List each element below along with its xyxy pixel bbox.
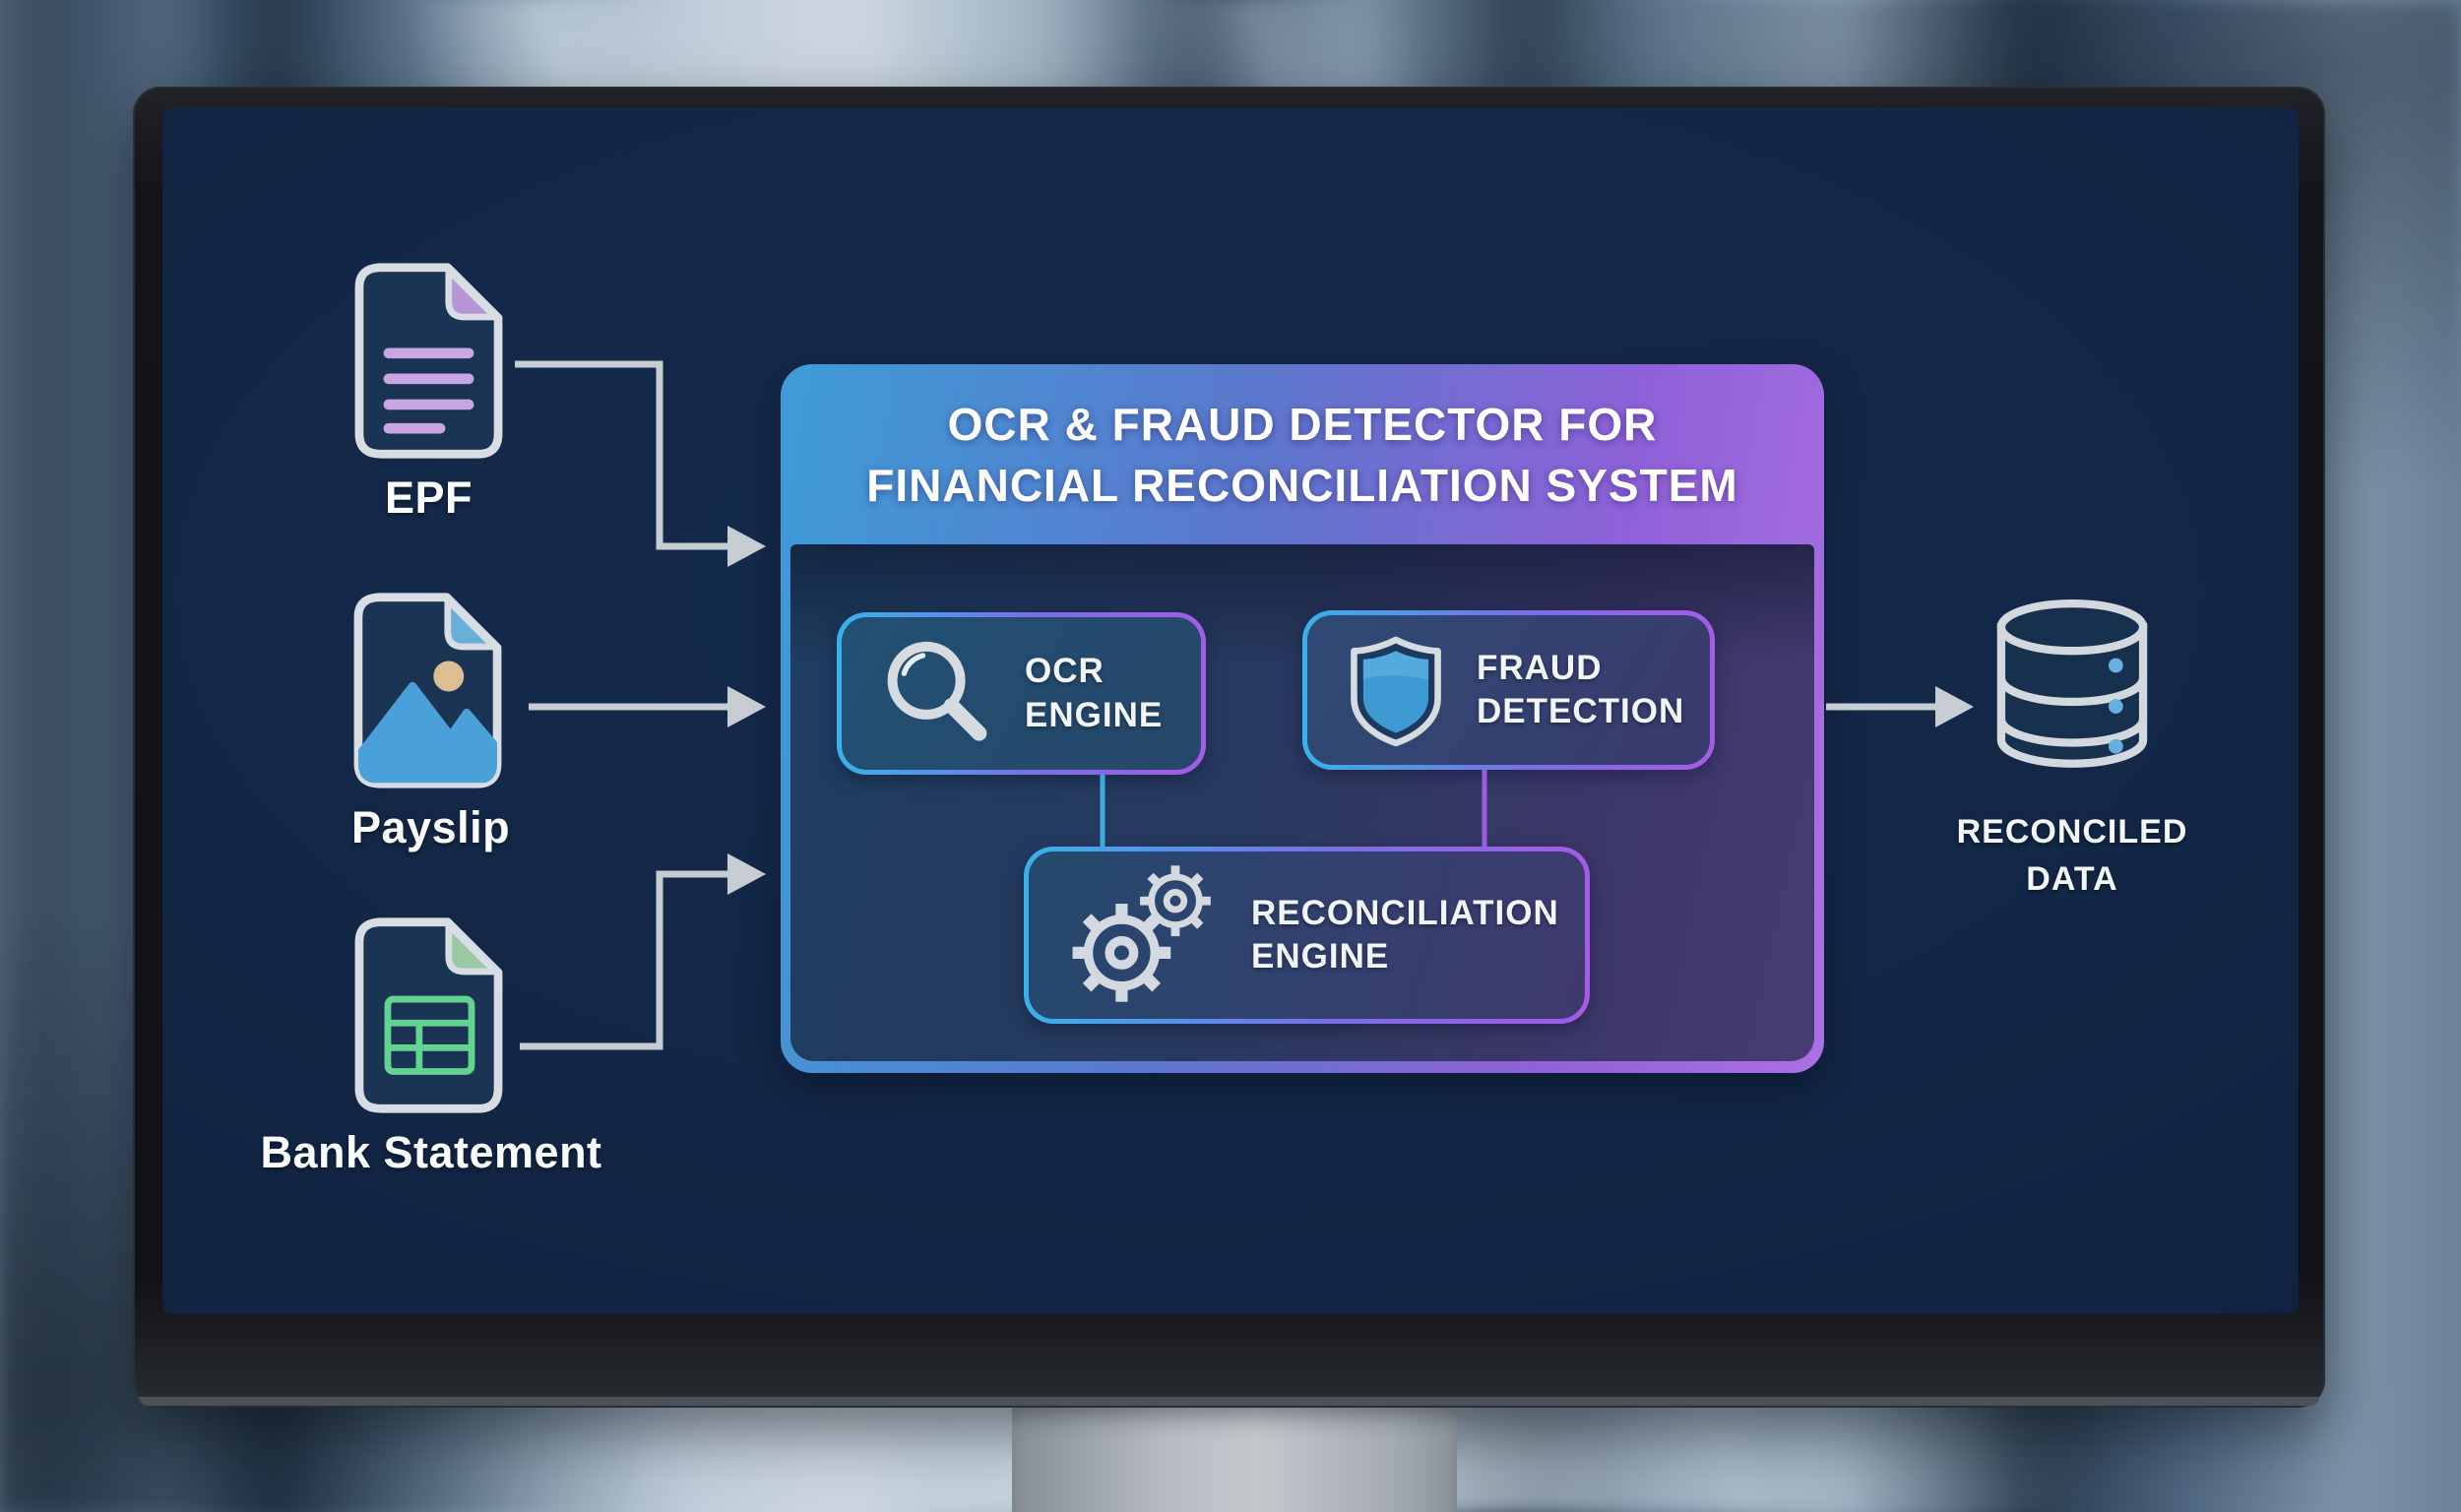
monitor-bezel: EPF Payslip — [133, 87, 2325, 1408]
node-ocr-engine[interactable]: OCR ENGINE — [837, 612, 1206, 775]
source-bank-statement: Bank Statement — [260, 915, 601, 1177]
panel-title: OCR & FRAUD DETECTOR FOR FINANCIAL RECON… — [781, 364, 1824, 544]
panel-title-line1: OCR & FRAUD DETECTOR FOR — [947, 398, 1658, 450]
document-spreadsheet-icon — [354, 917, 503, 1113]
source-payslip: Payslip — [351, 591, 510, 852]
monitor-stand — [1012, 1408, 1457, 1512]
node-fraud-detection[interactable]: FRAUD DETECTION — [1302, 610, 1715, 770]
arrow-epf-to-panel — [515, 360, 727, 550]
arrowhead-bank — [727, 853, 766, 895]
database-icon — [1996, 598, 2148, 768]
document-text-icon — [354, 263, 503, 459]
source-label-payslip: Payslip — [351, 802, 511, 852]
shield-icon — [1351, 636, 1441, 747]
gears-icon — [1066, 861, 1222, 1009]
node-reconciliation-engine[interactable]: RECONCILIATION ENGINE — [1024, 847, 1590, 1024]
panel-title-line2: FINANCIAL RECONCILIATION SYSTEM — [866, 459, 1738, 511]
arrow-bank-to-panel — [520, 870, 727, 1050]
arrowhead-epf — [727, 526, 766, 567]
monitor-screen: EPF Payslip — [162, 108, 2299, 1314]
node-label-ocr-engine: OCR ENGINE — [1025, 652, 1164, 734]
arrowhead-payslip — [727, 686, 766, 727]
node-label-fraud-detection: FRAUD DETECTION — [1477, 648, 1685, 730]
document-image-icon — [353, 593, 502, 788]
source-label-bank-statement: Bank Statement — [260, 1127, 602, 1177]
node-label-reconciliation-engine: RECONCILIATION ENGINE — [1251, 893, 1559, 976]
source-label-epf: EPF — [384, 472, 473, 523]
source-epf: EPF — [352, 261, 505, 523]
monitor-bottom-edge — [139, 1397, 2319, 1406]
arrowhead-database — [1935, 686, 1974, 727]
output-label-reconciled-data: RECONCILED DATA — [1956, 813, 2188, 898]
magnifier-icon — [887, 641, 987, 741]
